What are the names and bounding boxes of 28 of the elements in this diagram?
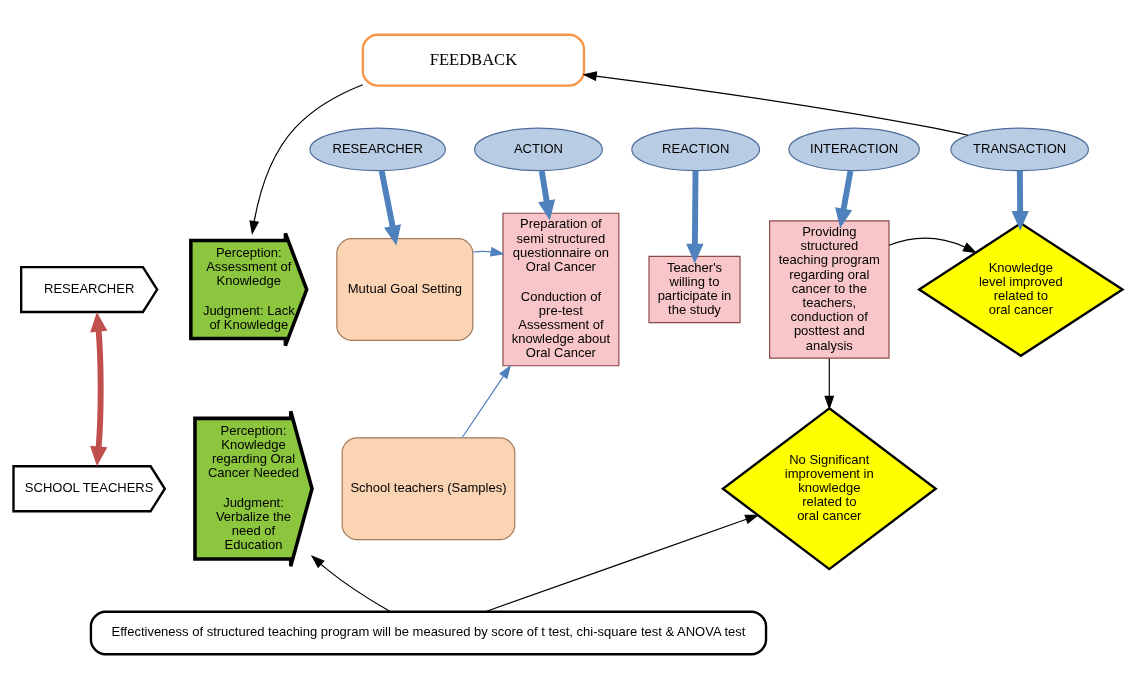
node-ellipse: INTERACTION <box>788 127 920 171</box>
arrow <box>686 170 704 264</box>
node-box: School teachers (Samples) <box>341 436 516 540</box>
node-ellipse: RESEARCHER <box>309 127 446 171</box>
node-diamond: No Significant improvement in knowledge related to oral cancer <box>720 406 938 571</box>
arrow <box>835 169 854 228</box>
node-diamond: Knowledge level improved related to oral cancer <box>917 221 1125 357</box>
arrow <box>310 554 391 612</box>
arrow <box>824 357 835 410</box>
arrow <box>1011 170 1029 231</box>
node-box: Teacher's willing to participate in the study <box>648 255 741 323</box>
arrow <box>888 237 978 253</box>
node-ellipse: REACTION <box>631 127 761 171</box>
node-ellipse: ACTION <box>474 127 603 171</box>
node-box: Effectiveness of structured teaching program will be measured by score of t test, chi-square test & ANOVA test <box>89 610 768 655</box>
arrow <box>90 311 108 466</box>
node-ellipse: TRANSACTION <box>950 127 1089 171</box>
arrow <box>249 83 364 235</box>
arrow <box>378 169 402 245</box>
node-box: Mutual Goal Setting <box>336 237 474 341</box>
node-box: Preparation of semi structured questionnaire on Oral Cancer Conduction of pre-test Assessment of knowledge about Oral Cancer <box>502 212 620 366</box>
arrow <box>538 169 556 220</box>
node-box: FEEDBACK <box>361 33 586 87</box>
arrow <box>472 246 505 257</box>
node-box: Providing structured teaching program regarding oral cancer to the teachers, conduction of posttest and analysis <box>769 219 890 359</box>
arrow <box>582 70 969 136</box>
arrow <box>461 364 512 438</box>
arrow <box>484 514 760 612</box>
